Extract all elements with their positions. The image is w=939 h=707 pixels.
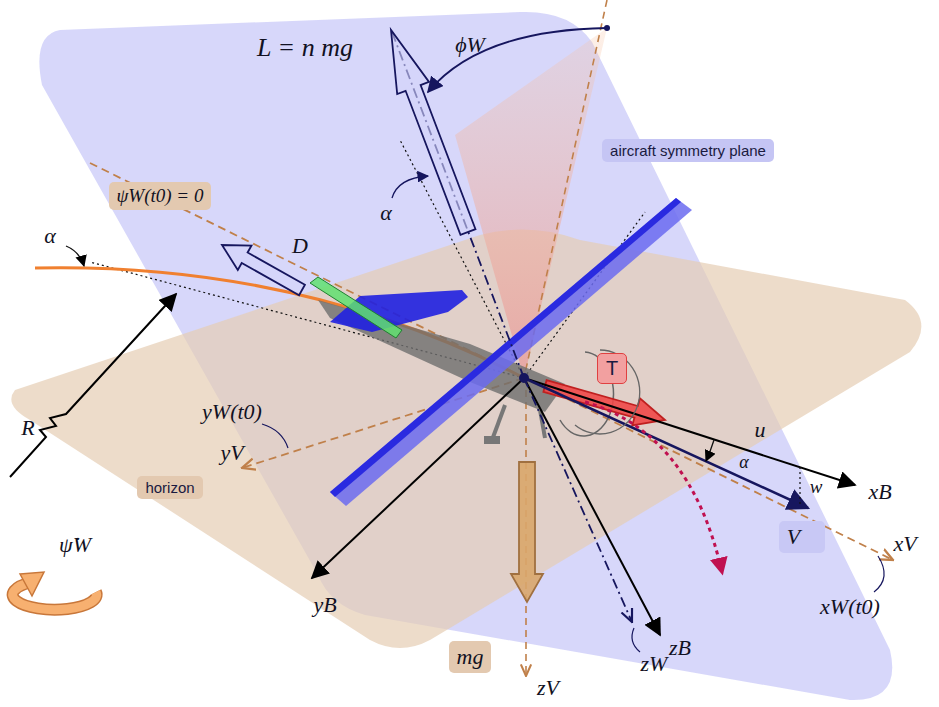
point xyxy=(604,25,610,31)
radius-line xyxy=(10,294,176,477)
symbol-label: xV xyxy=(893,531,916,557)
tag-text: aircraft symmetry plane xyxy=(610,142,766,159)
symbol-label: zB xyxy=(669,635,691,661)
symbol-label: u xyxy=(755,417,766,443)
vector-tag: V⃗ xyxy=(779,521,826,553)
horizontal-tail xyxy=(330,290,468,332)
bank-angle-arc xyxy=(428,28,607,92)
symbol-label: α xyxy=(739,452,748,473)
symbol-label: w xyxy=(810,476,823,498)
symbol-label: ϕW xyxy=(455,32,485,58)
wheel xyxy=(484,436,500,444)
label-leader xyxy=(262,424,288,448)
force-arrows xyxy=(222,30,665,602)
symbol-label: D xyxy=(292,233,308,259)
label-leader xyxy=(874,556,884,592)
lift-arrow xyxy=(391,30,476,235)
turn-rate-icon xyxy=(13,582,97,610)
wing-edge xyxy=(330,198,681,497)
alpha-arc xyxy=(66,246,84,266)
w-component xyxy=(799,467,800,504)
turn-rate-head xyxy=(20,572,44,596)
symbol-label: yB xyxy=(313,592,336,618)
force-tag: mg xyxy=(449,641,492,673)
symbol-label: L = n mg xyxy=(257,33,353,63)
symbol-label: ψ̇W xyxy=(59,532,91,558)
turn-path xyxy=(585,402,722,572)
symbol-label: yW(t0) xyxy=(202,399,262,425)
symbol-label: xB xyxy=(868,479,891,505)
vertical-fin xyxy=(310,277,402,338)
symbol-label: α xyxy=(44,223,56,249)
landing-gear xyxy=(492,405,505,440)
xv-axis xyxy=(90,163,893,560)
region-tag: aircraft symmetry plane xyxy=(602,139,774,162)
symbol-label: R xyxy=(21,415,34,441)
region-tag: horizon xyxy=(137,476,202,499)
horizon-plane xyxy=(11,230,921,648)
velocity-vector xyxy=(524,378,808,508)
tag-text: ψW(t0) = 0 xyxy=(117,185,204,207)
symbol-label: α xyxy=(380,200,392,226)
symbol-label: zV xyxy=(537,675,559,701)
symbol-label: yV xyxy=(220,440,243,466)
weight-arrow xyxy=(511,462,543,602)
yb-axis xyxy=(312,378,524,578)
symbol-label: zW xyxy=(641,651,668,677)
tag-text: mg xyxy=(457,644,484,670)
turn-rate-icon xyxy=(13,582,97,610)
wing xyxy=(330,198,692,506)
xb-axis xyxy=(524,378,855,485)
tag-text: horizon xyxy=(145,479,194,496)
zb-axis xyxy=(524,378,660,635)
origin-point xyxy=(519,373,529,383)
tag-text: T xyxy=(606,357,618,380)
label-leader xyxy=(632,628,640,652)
tag-text: V⃗ xyxy=(787,524,818,550)
symbol-label: xW(t0) xyxy=(820,594,880,620)
alpha-arc xyxy=(706,440,714,461)
reference-tag: ψW(t0) = 0 xyxy=(109,182,212,210)
alpha-leader xyxy=(392,176,428,198)
force-tag: T xyxy=(597,353,627,384)
